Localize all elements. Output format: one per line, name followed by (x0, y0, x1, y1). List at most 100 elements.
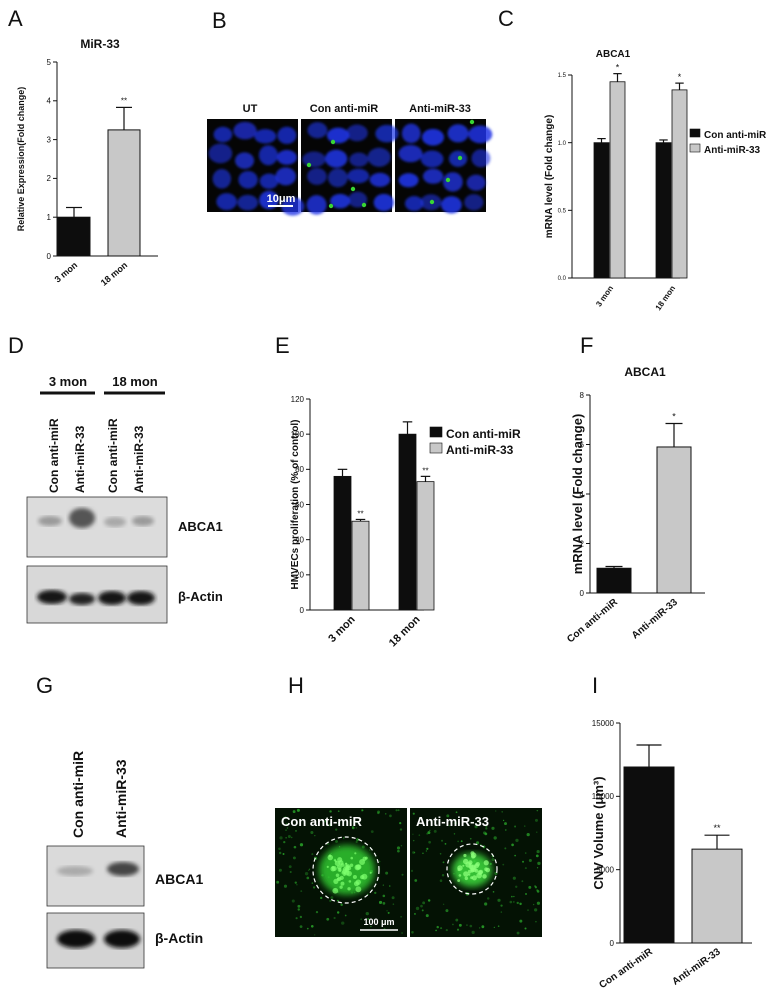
blot-d-actin-band-3 (98, 591, 126, 605)
blot-d-abca1-label: ABCA1 (178, 519, 223, 534)
lesion-vessel (331, 866, 337, 872)
speckle (377, 810, 380, 814)
nucleus (307, 167, 327, 185)
y-tick-label: 4 (47, 97, 52, 106)
x-tick-label: 3 mon (53, 260, 80, 285)
panel-h-label-con: Con anti-miR (281, 814, 362, 829)
blot-d-actin-band-1 (37, 590, 67, 604)
speckle (534, 818, 538, 822)
nucleus (325, 149, 348, 168)
nucleus (375, 124, 399, 143)
speckle (495, 810, 497, 812)
speckle (491, 826, 495, 830)
nucleus (346, 124, 368, 142)
speckle (278, 851, 282, 855)
green-punctum (445, 177, 451, 183)
y-tick-label: 15000 (592, 719, 615, 728)
speckle (314, 835, 316, 837)
speckle (521, 880, 524, 883)
speckle (285, 829, 287, 831)
nucleus (471, 149, 491, 168)
nucleus (401, 123, 421, 144)
speckle (355, 827, 357, 829)
legend-swatch (689, 128, 701, 138)
speckle (330, 896, 334, 900)
panel-letter-e: E (275, 333, 290, 358)
y-tick-label: 8 (580, 391, 585, 400)
chart-title: MiR-33 (80, 37, 120, 51)
lesion-vessel (457, 879, 461, 882)
speckle (516, 931, 520, 935)
speckle (534, 908, 538, 912)
lesion-vessel (345, 864, 351, 869)
speckle (505, 829, 507, 831)
speckle (524, 867, 527, 870)
speckle (485, 827, 488, 830)
bar (593, 142, 610, 279)
nucleus (237, 194, 259, 211)
x-tick-label: 3 mon (594, 284, 615, 309)
speckle (401, 932, 403, 934)
blot-d-actin-band-2 (69, 593, 95, 605)
speckle (513, 901, 515, 903)
speckle (355, 821, 358, 824)
speckle (528, 885, 532, 889)
blot-d-abca1-band-4 (132, 516, 154, 526)
nucleus (307, 122, 328, 139)
speckle (392, 903, 395, 905)
speckle (444, 843, 447, 845)
speckle (422, 901, 426, 905)
speckle (497, 925, 500, 927)
lesion-vessel (463, 858, 469, 865)
significance-marker: ** (422, 466, 428, 475)
lesion-vessel (369, 871, 372, 874)
bar (333, 475, 352, 611)
bar (656, 446, 692, 594)
speckle (536, 867, 539, 869)
speckle (457, 840, 459, 843)
green-punctum (457, 155, 463, 161)
y-axis-label: HMVECs proliferation (% of control) (290, 420, 301, 590)
speckle (484, 832, 488, 836)
green-punctum (350, 186, 356, 192)
speckle (324, 820, 327, 823)
bar (416, 481, 435, 611)
speckle (282, 852, 285, 855)
nucleus (258, 145, 278, 166)
speckle (374, 891, 377, 895)
blot-g-abca1-label: ABCA1 (155, 871, 203, 887)
speckle (400, 916, 402, 918)
speckle (336, 911, 340, 914)
legend-label: Con anti-miR (704, 130, 767, 141)
speckle (306, 876, 310, 880)
speckle (361, 845, 365, 849)
speckle (290, 836, 293, 839)
speckle (285, 822, 288, 825)
speckle (308, 868, 311, 870)
speckle (296, 808, 300, 812)
speckle (361, 809, 364, 812)
speckle (454, 821, 457, 825)
speckle (504, 822, 507, 826)
chart-title: ABCA1 (624, 365, 666, 379)
speckle (429, 829, 431, 832)
nucleus (276, 149, 297, 165)
lesion-vessel (349, 863, 354, 867)
panel-g-blot: Con anti-miR Anti-miR-33 ABCA1 β-Actin (46, 751, 203, 969)
speckle (486, 897, 490, 900)
speckle (297, 908, 300, 911)
panel-letter-i: I (592, 673, 598, 698)
blot-d-group-18mon: 18 mon (112, 374, 158, 389)
y-tick-label: 6 (580, 440, 585, 449)
speckle (292, 856, 296, 860)
nucleus (330, 193, 351, 209)
speckle (445, 928, 448, 932)
speckle (336, 899, 339, 902)
nucleus (327, 168, 348, 188)
panel-letter-f: F (580, 333, 593, 358)
lesion-vessel (360, 874, 365, 880)
speckle (528, 858, 532, 862)
lesion-vessel (462, 864, 465, 867)
speckle (433, 829, 437, 833)
